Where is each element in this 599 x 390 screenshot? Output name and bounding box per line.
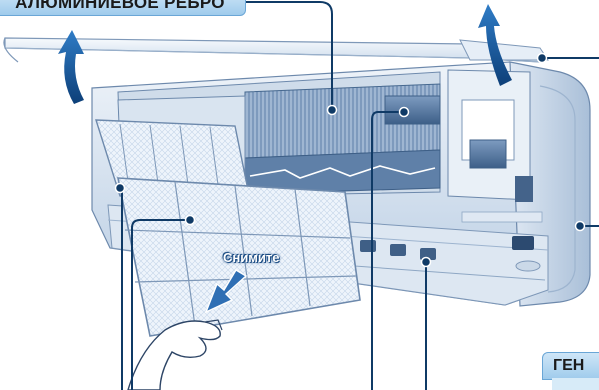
remove-instruction: Снимите	[223, 250, 279, 265]
hand-icon	[128, 320, 222, 390]
front-panel-lid	[4, 38, 548, 62]
aluminium-fin-label: АЛЮМИНИЕВОЕ РЕБРО	[0, 0, 246, 16]
generator-label: ГЕН	[542, 352, 599, 380]
indicator-display	[512, 236, 534, 250]
air-purifier-module	[385, 96, 440, 124]
generator-label-underbar	[552, 378, 599, 390]
